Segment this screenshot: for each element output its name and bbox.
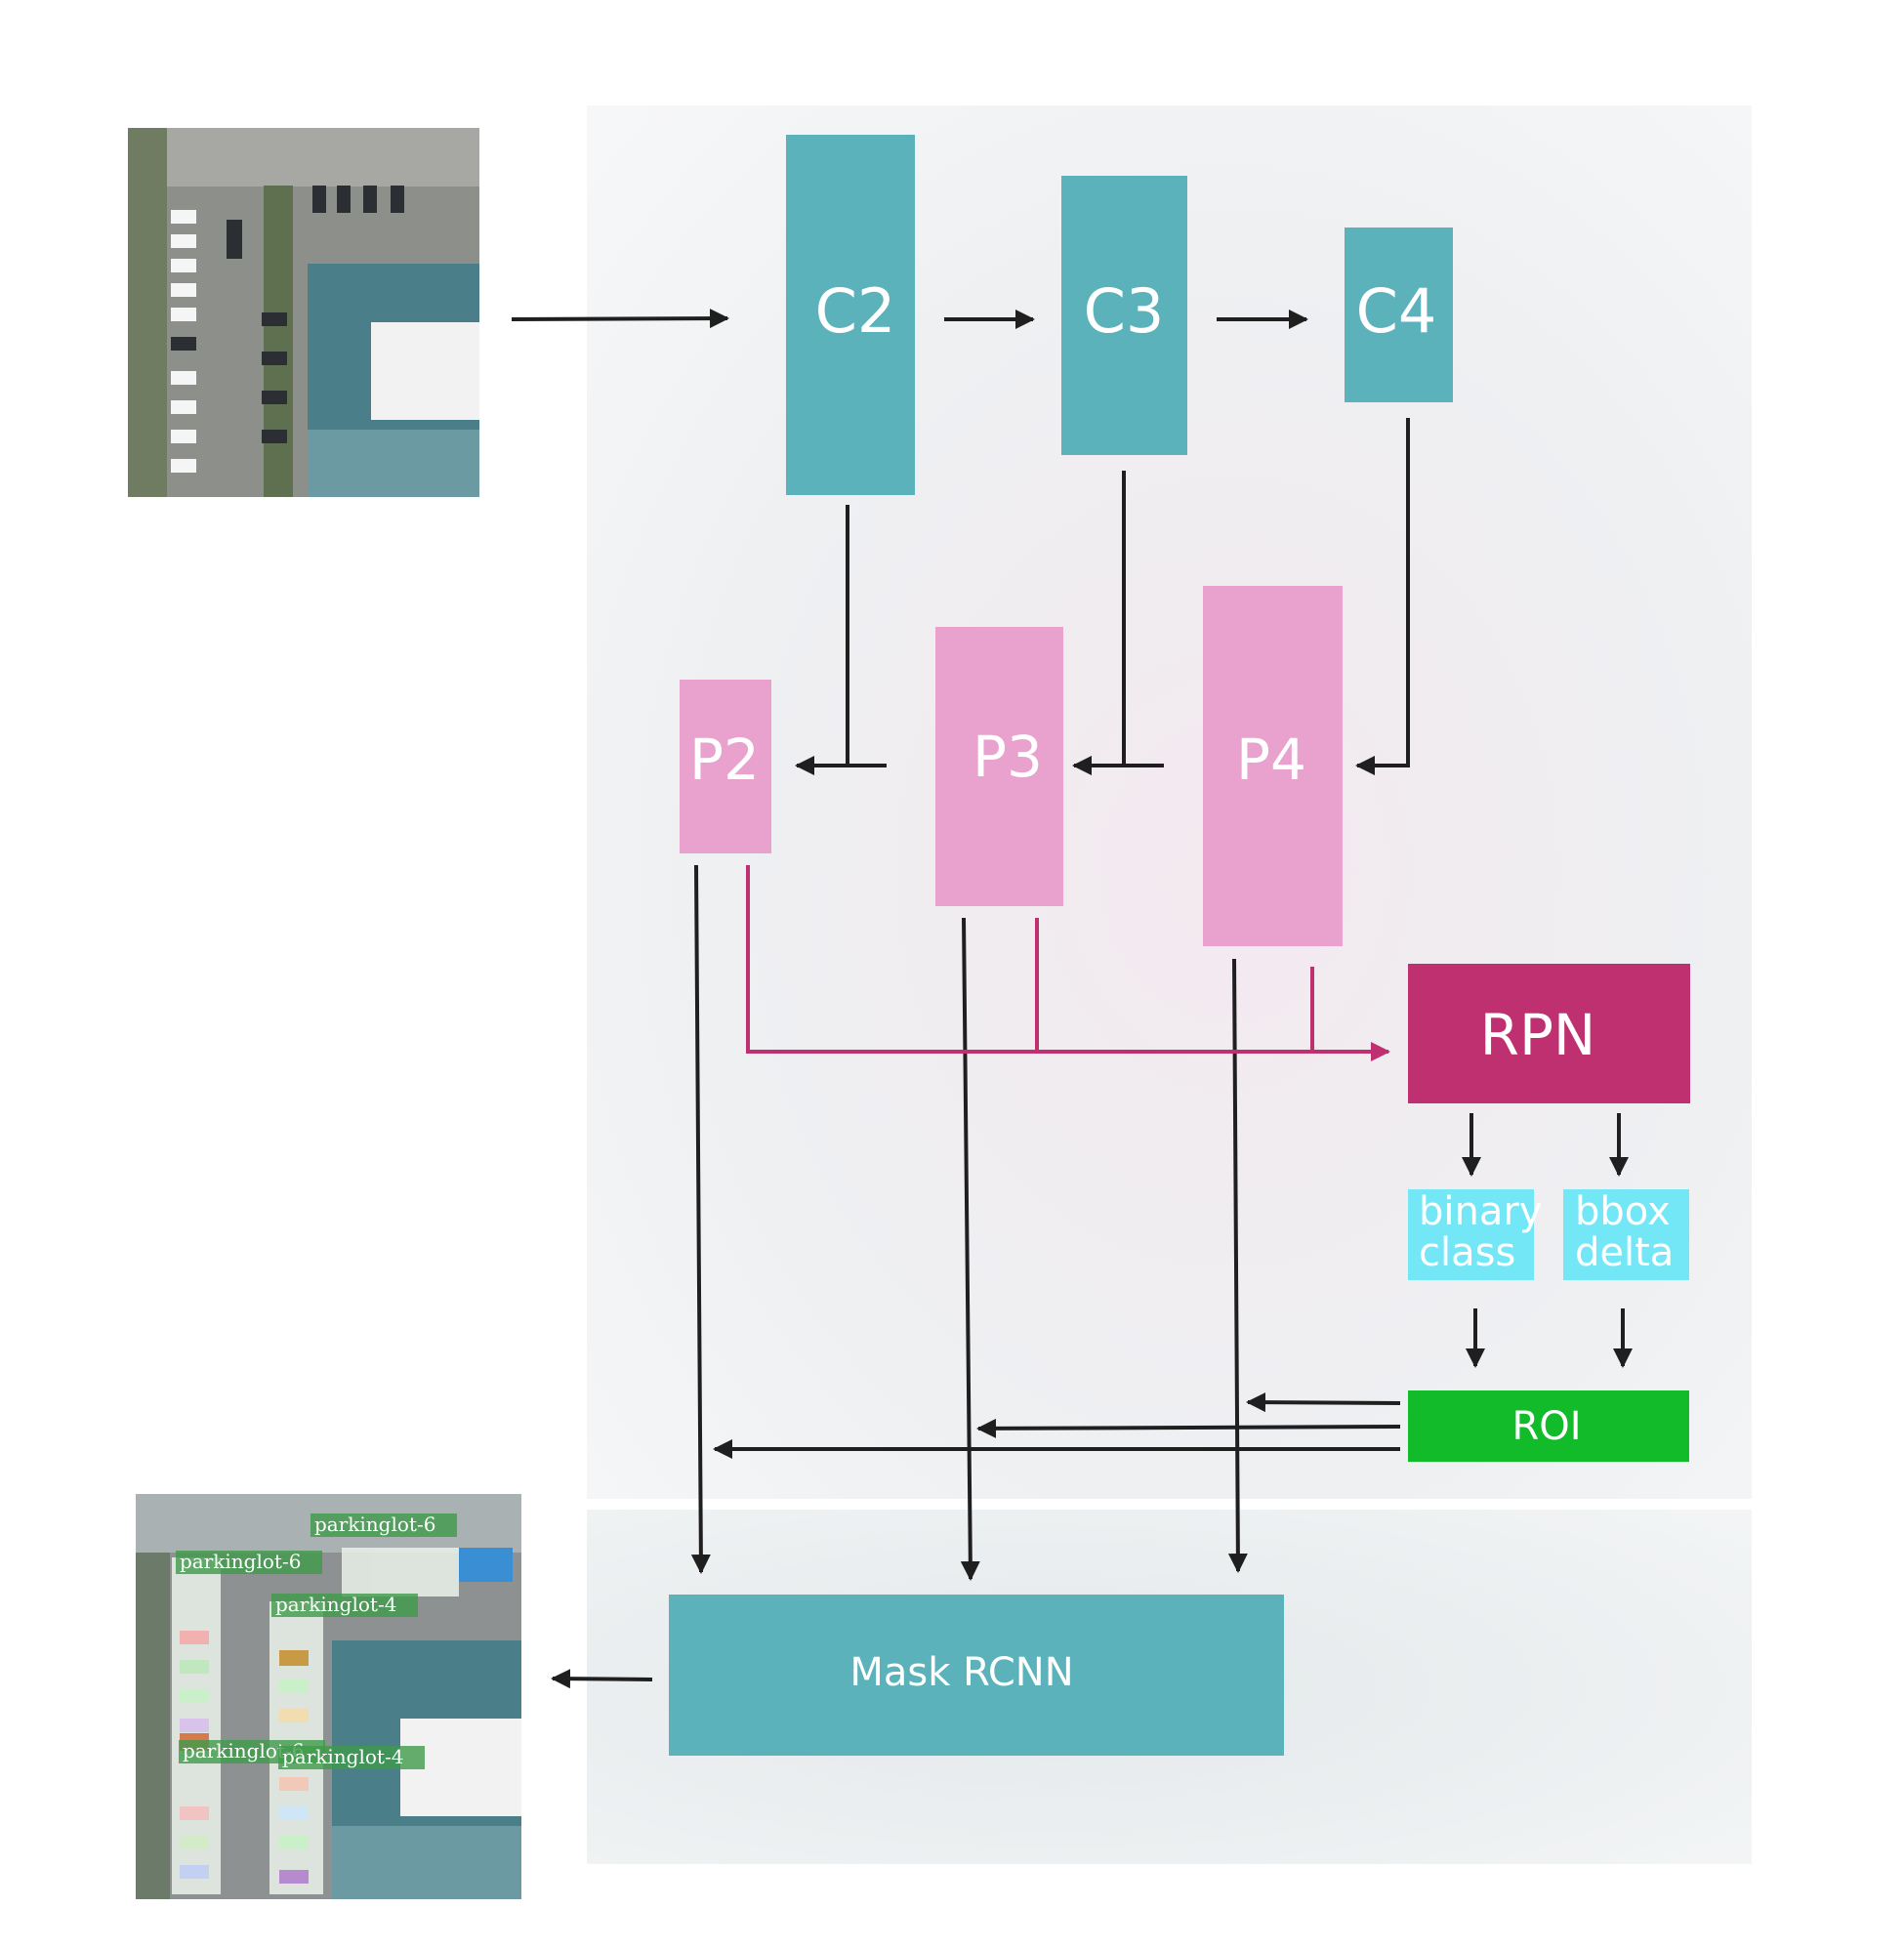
- c4-block: [1345, 228, 1453, 402]
- c4-to-p4-arrow: [1355, 418, 1410, 775]
- binary-class-label: binary class: [1419, 1189, 1554, 1275]
- mask-rcnn-label: Mask RCNN: [849, 1650, 1073, 1695]
- input-to-c2-arrow: [511, 309, 729, 329]
- roi-block: [1408, 1390, 1689, 1462]
- p3-label: P3: [973, 724, 1043, 790]
- roi-to-p4-path-arrow: [1246, 1392, 1401, 1413]
- bbox-delta-block: [1563, 1189, 1689, 1280]
- mask-rcnn-block: [669, 1595, 1284, 1756]
- c3-label: C3: [1084, 275, 1165, 347]
- c2-block: [786, 135, 915, 495]
- c2-label: C2: [815, 275, 896, 347]
- detection-label: parkinglot-6: [314, 1513, 435, 1536]
- roi-to-p3-path-arrow: [976, 1418, 1401, 1438]
- rpn-label: RPN: [1480, 1002, 1596, 1068]
- p4-to-mask-arrow: [1227, 958, 1248, 1573]
- p3-block: [935, 627, 1063, 906]
- p4-label: P4: [1236, 726, 1306, 793]
- c3-to-p3-arrow: [1072, 471, 1126, 775]
- p4-block: [1203, 586, 1343, 946]
- p2-block: [680, 680, 771, 853]
- p2-to-mask-arrow: [690, 864, 711, 1574]
- p2-label: P2: [689, 726, 760, 793]
- p3-to-mask-arrow: [960, 917, 980, 1581]
- c3-block: [1061, 176, 1187, 455]
- roi-label: ROI: [1511, 1404, 1581, 1449]
- c2-to-p2-arrow: [795, 505, 849, 775]
- detection-label: parkinglot-4: [275, 1593, 396, 1616]
- aerial-parking-lot-detections-image: parkinglot-6 parkinglot-6 parkinglot-4 p…: [136, 1494, 521, 1899]
- detection-label: parkinglot-4: [282, 1745, 403, 1768]
- detection-label: parkinglot-6: [180, 1550, 301, 1573]
- rpn-block: [1408, 964, 1690, 1103]
- c4-label: C4: [1356, 275, 1437, 347]
- detection-label-group: parkinglot-6 parkinglot-6 parkinglot-4 p…: [176, 1513, 457, 1769]
- binary-class-block: [1408, 1189, 1534, 1280]
- aerial-parking-lot-image: [128, 128, 479, 497]
- pyramid-to-rpn-arrow: [746, 865, 1390, 1061]
- bbox-delta-label: bbox delta: [1575, 1189, 1682, 1275]
